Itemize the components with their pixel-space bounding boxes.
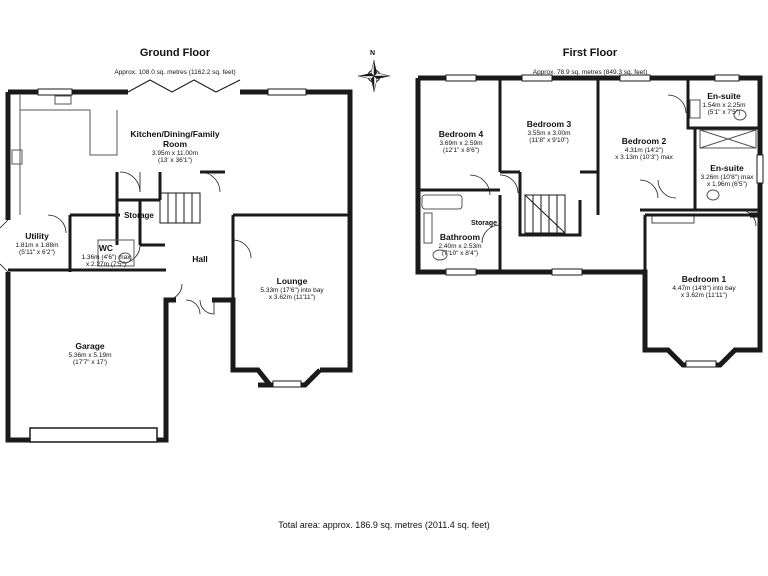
ground-floor-area: Approx. 108.0 sq. metres (1162.2 sq. fee… [114, 69, 236, 77]
room-dimensions: 5.36m x 5.19m [68, 351, 112, 359]
wardrobe [651, 214, 695, 224]
garage-door [29, 427, 158, 443]
room-name: Room [162, 138, 188, 149]
room-name: Bathroom [439, 232, 481, 242]
room-name: Hall [192, 254, 208, 264]
total-area: Total area: approx. 186.9 sq. metres (20… [278, 520, 490, 530]
room-dimensions: (17'7" x 17') [72, 359, 108, 367]
room-dimensions: 1.36m (4'6") max [81, 253, 131, 261]
bifold-doors [127, 79, 241, 93]
room-kitchen: Kitchen/Dining/Family Room 3.95m x 11.00… [100, 129, 250, 164]
room-dimensions: (5'1" x 7'5") [707, 109, 741, 117]
room-dimensions: 4.47m (14'8") into bay [672, 284, 736, 292]
room-dimensions: (5'11" x 6'2") [19, 249, 55, 257]
room-dimensions: (7'10" x 8'4") [441, 250, 479, 258]
room-bedroom3: Bedroom 3 3.55m x 3.00m (11'8" x 9'10") [505, 119, 593, 145]
compass-north-label: N [370, 50, 376, 57]
room-name: Garage [75, 341, 105, 351]
bathroom-fixtures [421, 99, 757, 261]
room-storage-first: Storage [466, 212, 502, 230]
room-name: Lounge [276, 276, 308, 286]
kitchen-window [37, 88, 73, 96]
room-dimensions: (11'8" x 9'10") [529, 137, 569, 145]
room-dimensions: 3.26m (10'8") max [700, 173, 754, 181]
room-bedroom1: Bedroom 1 4.47m (14'8") into bay x 3.62m… [652, 274, 756, 300]
room-name: Utility [25, 231, 49, 241]
room-dimensions: x 3.13m (10'3") max [615, 154, 673, 162]
kitchen-fixtures [11, 95, 135, 267]
room-dimensions: x 1.96m (6'5") [706, 181, 748, 189]
lounge-bay-windows [272, 380, 302, 388]
first-internal-walls [416, 78, 760, 272]
room-dimensions: 1.54m x 2.25m [702, 101, 746, 109]
room-name: Bedroom 3 [526, 119, 572, 129]
room-garage: Garage 5.36m x 5.19m (17'7" x 17') [40, 341, 140, 367]
room-dimensions: x 3.62m (11'11") [680, 292, 728, 300]
room-name: Bedroom 4 [438, 129, 484, 139]
first-top-windows [445, 74, 764, 368]
room-dimensions: x 3.62m (11'11") [268, 294, 316, 302]
room-ensuite-2: En-suite 3.26m (10'8") max x 1.96m (6'5"… [696, 163, 758, 189]
ground-internal-walls-left [8, 200, 166, 272]
room-ensuite-1: En-suite 1.54m x 2.25m (5'1" x 7'5") [692, 91, 756, 117]
room-dimensions: 3.55m x 3.00m [527, 129, 571, 137]
room-dimensions: 5.33m (17'6") into bay [260, 286, 324, 294]
room-bathroom: Bathroom 2.40m x 2.53m (7'10" x 8'4") [422, 232, 498, 258]
room-dimensions: 3.95m x 11.00m [151, 149, 199, 157]
first-stairs [524, 194, 566, 234]
room-dimensions: 3.69m x 2.59m [439, 139, 483, 147]
room-lounge: Lounge 5.33m (17'6") into bay x 3.62m (1… [238, 276, 346, 302]
room-dimensions: 4.31m (14'2") [624, 146, 664, 154]
room-utility: Utility 1.81m x 1.88m (5'11" x 6'2") [4, 231, 70, 257]
ground-floor-title: Ground Floor [139, 47, 211, 59]
room-name: En-suite [707, 91, 741, 101]
room-name: WC [98, 243, 114, 253]
first-door-swings [469, 94, 757, 244]
room-wc: WC 1.36m (4'6") max x 2.27m (7'5") [72, 243, 140, 269]
room-dimensions: (12'1" x 8'6") [442, 147, 480, 155]
ground-door-swings [0, 171, 252, 315]
ground-stairs [159, 192, 201, 224]
first-floor-plan [415, 74, 764, 368]
room-name: En-suite [710, 163, 744, 173]
family-window [267, 88, 307, 96]
ground-internal-walls [115, 170, 350, 300]
room-bedroom2: Bedroom 2 4.31m (14'2") x 3.13m (10'3") … [600, 136, 688, 162]
room-name: Kitchen/Dining/Family [130, 129, 220, 139]
compass-icon [357, 59, 391, 93]
room-name: Bedroom 1 [681, 274, 727, 284]
room-name: Bedroom 2 [621, 136, 667, 146]
room-dimensions: 2.40m x 2.53m [438, 242, 482, 250]
room-dimensions: (13' x 36'1") [157, 157, 193, 164]
room-dimensions: x 2.27m (7'5") [85, 261, 127, 269]
first-floor-area: Approx. 78.9 sq. metres (849.3 sq. feet) [532, 69, 648, 77]
room-dimensions: 1.81m x 1.88m [15, 241, 59, 249]
room-name: Storage [470, 220, 498, 227]
room-storage-ground: Storage [118, 205, 160, 223]
room-name: Storage [124, 211, 154, 220]
first-floor-title: First Floor [562, 47, 618, 59]
ground-floor-plan [0, 79, 353, 443]
ground-outer-walls [5, 92, 322, 443]
ground-floor-heading: Ground Floor Approx. 108.0 sq. metres (1… [95, 43, 255, 80]
first-floor-heading: First Floor Approx. 78.9 sq. metres (849… [510, 43, 670, 80]
room-hall: Hall [180, 254, 220, 265]
room-bedroom4: Bedroom 4 3.69m x 2.59m (12'1" x 8'6") [422, 129, 500, 155]
